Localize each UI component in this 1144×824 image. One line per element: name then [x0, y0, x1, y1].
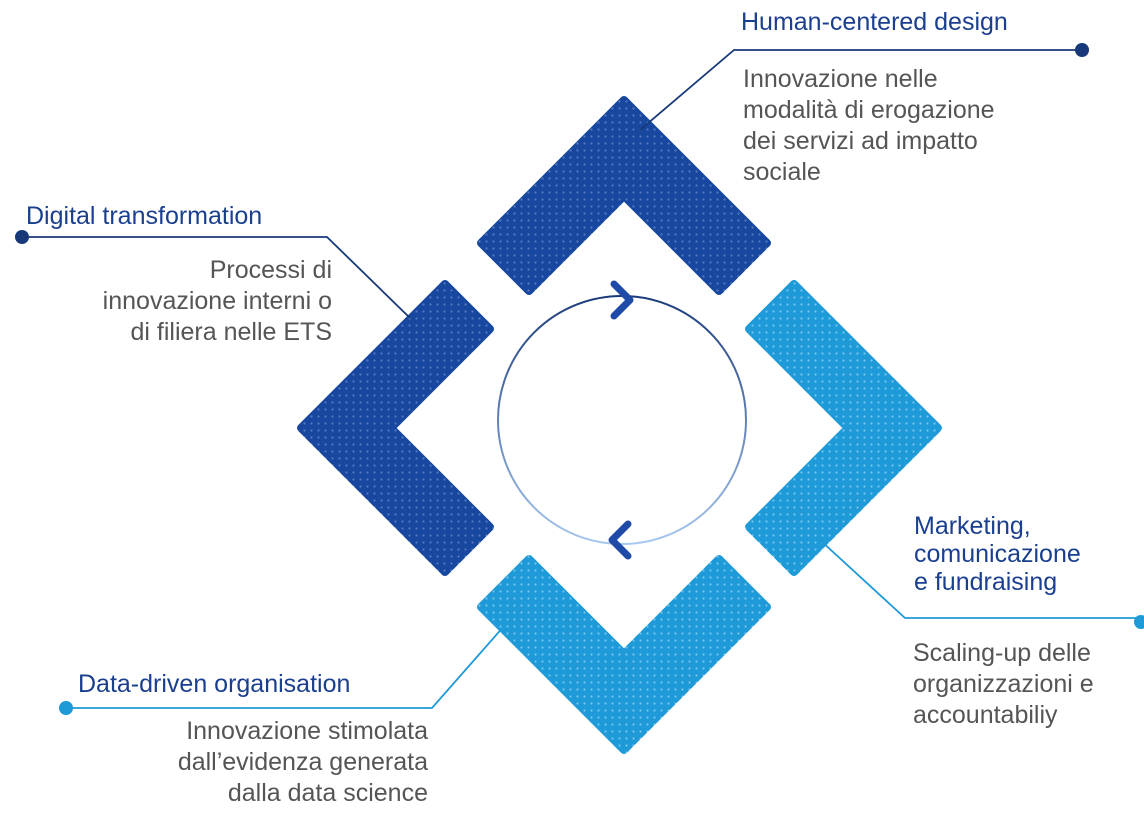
- marketing-title: Marketing, comunicazione e fundraising: [914, 512, 1081, 596]
- digital-transformation-title: Digital transformation: [26, 202, 263, 230]
- connector-dot-digital: [15, 230, 29, 244]
- marketing-description: Scaling-up delle organizzazioni e accoun…: [913, 639, 1094, 729]
- chevron-top: [477, 96, 771, 295]
- connector-dot-data-driven: [59, 701, 73, 715]
- chevron-right: [745, 280, 942, 576]
- connector-data-driven: [70, 624, 506, 709]
- digital-transformation-description: Processi di innovazione interni o di fil…: [102, 256, 332, 346]
- data-driven-description: Innovazione stimolata dall’evidenza gene…: [177, 717, 428, 807]
- connector-dot-human-centered: [1075, 43, 1089, 57]
- cycle-arrow-bottom-icon: [608, 520, 632, 560]
- cycle-arrow-top-icon: [610, 280, 634, 320]
- connector-marketing: [819, 539, 1138, 619]
- connector-dot-marketing: [1134, 615, 1144, 629]
- chevron-bottom: [477, 555, 771, 754]
- connector-digital: [26, 236, 411, 319]
- human-centered-title: Human-centered design: [741, 8, 1008, 36]
- connector-human-centered: [639, 49, 1078, 131]
- cycle-ring: [497, 295, 747, 545]
- chevron-left: [297, 280, 494, 576]
- data-driven-title: Data-driven organisation: [78, 670, 351, 698]
- human-centered-description: Innovazione nelle modalità di erogazione…: [743, 65, 995, 186]
